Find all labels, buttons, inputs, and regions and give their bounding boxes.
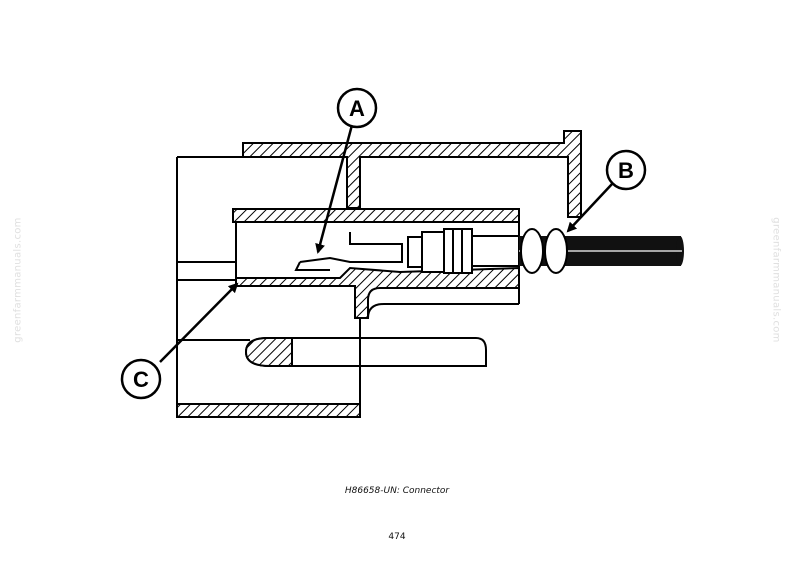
wire-seal bbox=[520, 228, 568, 274]
terminal-contact bbox=[294, 232, 403, 271]
page-number: 474 bbox=[388, 532, 406, 542]
terminal-housing-top bbox=[232, 208, 520, 223]
terminal-crimp-3 bbox=[443, 228, 473, 274]
callout-c-arrow bbox=[159, 282, 239, 363]
latch-spring bbox=[367, 290, 520, 319]
figure-caption: H86658-UN: Connector bbox=[344, 486, 450, 496]
callout-b-arrow bbox=[566, 183, 613, 233]
callout-b-circle bbox=[605, 149, 647, 191]
callout-c-circle bbox=[120, 358, 162, 400]
callout-a-label: A bbox=[349, 96, 365, 121]
callout-a-circle bbox=[336, 87, 378, 129]
latch-hatched-tip bbox=[244, 337, 293, 367]
top-hatched-wall bbox=[242, 130, 582, 218]
terminal-crimp-1 bbox=[407, 236, 423, 268]
callout-b-label: B bbox=[618, 158, 634, 183]
terminal-crimp-2 bbox=[421, 231, 445, 273]
latch-finger bbox=[262, 342, 484, 362]
watermark-left: greenfarmmanuals.com bbox=[12, 217, 24, 343]
callout-c-label: C bbox=[133, 367, 149, 392]
watermark-right: greenfarmmanuals.com bbox=[770, 217, 782, 343]
bottom-hatched-foot bbox=[176, 403, 361, 418]
terminal-housing-bottom bbox=[235, 266, 520, 319]
callout-a-arrow bbox=[315, 124, 354, 254]
